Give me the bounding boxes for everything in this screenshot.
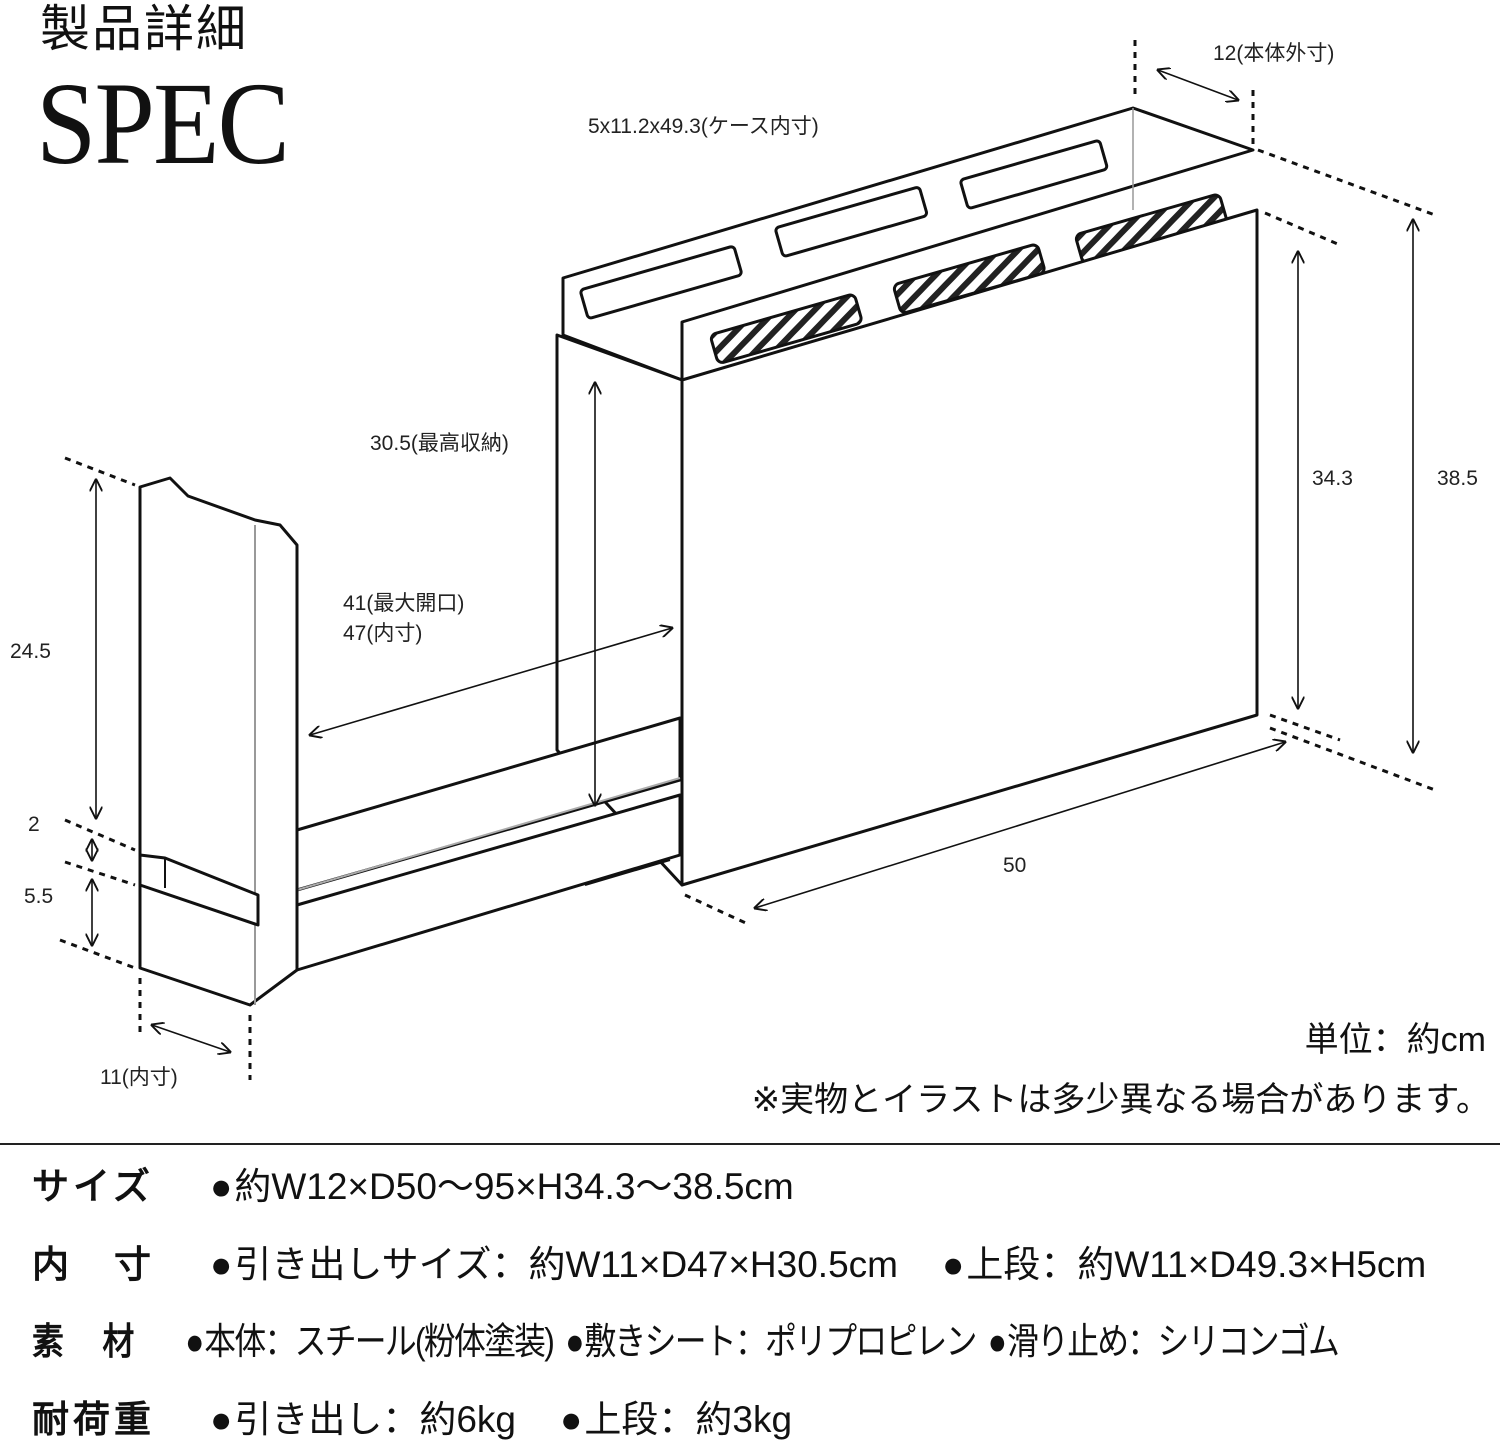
spec-value: 本体：スチール(粉体塗装)	[185, 1320, 555, 1364]
spec-row-size: サイズ 約W12×D50〜95×H34.3〜38.5cm	[32, 1165, 838, 1209]
spec-label: 耐荷重	[32, 1399, 155, 1440]
spec-value: 引き出しサイズ：約W11×D47×H30.5cm	[210, 1243, 898, 1287]
spec-value: 敷きシート：ポリプロピレン	[565, 1320, 977, 1364]
front-face	[680, 208, 1259, 887]
dim-base: 5.5	[24, 885, 54, 908]
drawer-front	[138, 476, 299, 1007]
spec-value: 上段：約W11×D49.3×H5cm	[942, 1243, 1426, 1287]
dim-drawer-width: 11(内寸)	[100, 1066, 178, 1089]
spec-row-material: 素 材 本体：スチール(粉体塗装) 敷きシート：ポリプロピレン 滑り止め：シリコ…	[32, 1320, 1340, 1364]
dim-body-width: 12(本体外寸)	[1213, 42, 1335, 65]
dim-case-inner: 5x11.2x49.3(ケース内寸)	[588, 115, 819, 138]
spec-row-inner: 内 寸 引き出しサイズ：約W11×D47×H30.5cm 上段：約W11×D49…	[32, 1243, 1470, 1287]
disclaimer-note: ※実物とイラストは多少異なる場合があります。	[751, 1081, 1490, 1119]
dim-depth: 50	[1003, 854, 1027, 877]
spec-label: 内 寸	[32, 1244, 155, 1285]
spec-label: サイズ	[32, 1166, 154, 1207]
dim-max-storage: 30.5(最高収納)	[370, 432, 509, 455]
spec-value: 約W12×D50〜95×H34.3〜38.5cm	[210, 1165, 793, 1209]
divider	[0, 1143, 1500, 1145]
spec-label: 素 材	[32, 1321, 138, 1362]
dim-height-outer: 38.5	[1437, 467, 1478, 490]
dim-inner-depth: 47(内寸)	[343, 622, 423, 645]
dim-height-inner: 34.3	[1312, 467, 1353, 490]
dim-drawer-height: 24.5	[10, 640, 51, 663]
title-japanese: 製品詳細	[40, 0, 248, 58]
spec-value: 引き出し：約6kg	[210, 1398, 516, 1442]
spec-value: 上段：約3kg	[560, 1398, 792, 1442]
unit-note: 単位：約cm	[1304, 1021, 1486, 1059]
title-english: SPEC	[36, 58, 290, 189]
spec-value: 滑り止め：シリコンゴム	[988, 1320, 1340, 1364]
product-diagram	[59, 40, 1436, 1080]
spec-row-load: 耐荷重 引き出し：約6kg 上段：約3kg	[32, 1398, 836, 1442]
dim-gap: 2	[28, 813, 40, 836]
dim-opening: 41(最大開口)	[343, 592, 465, 615]
